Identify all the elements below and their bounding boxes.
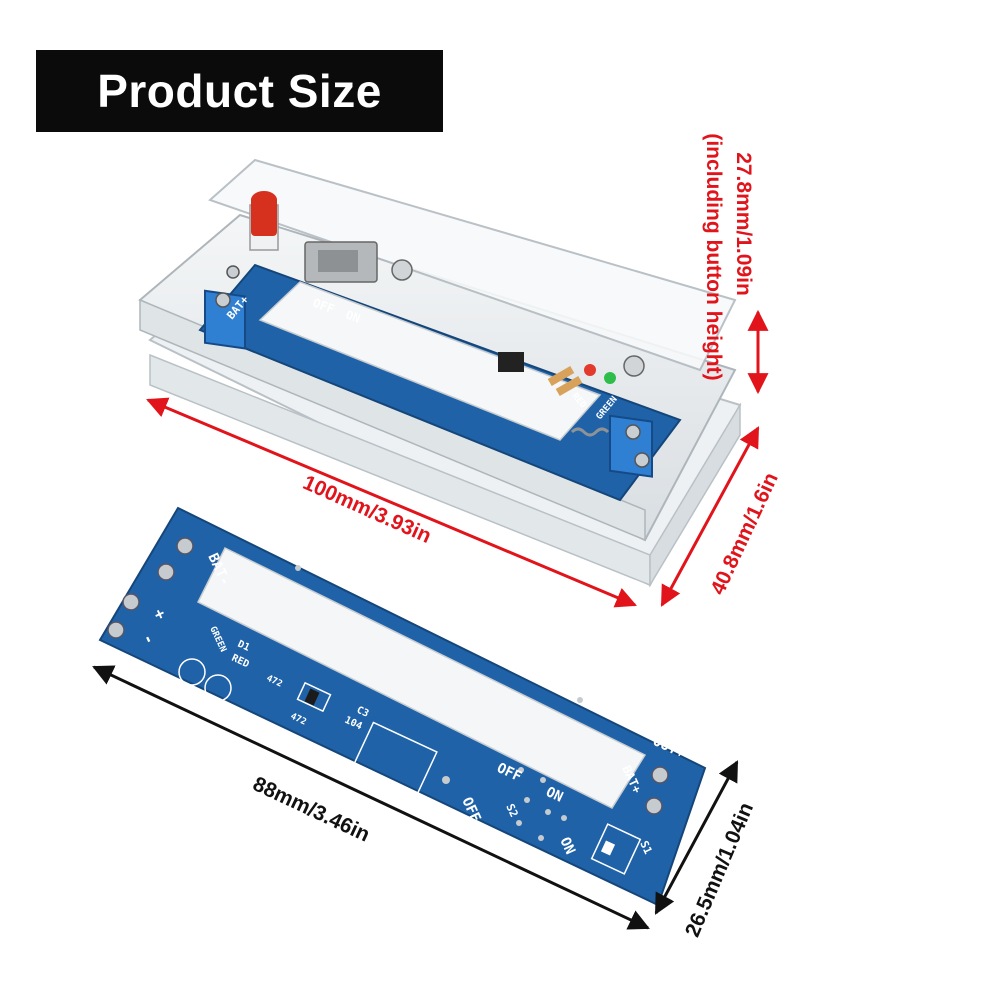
case-length-arrow [146, 397, 637, 608]
case-width-arrow [660, 426, 760, 607]
page-title: Product Size [97, 65, 382, 117]
case-height-note: (including button height) [702, 133, 725, 381]
board-length-arrow [92, 665, 650, 930]
case-height-label: 27.8mm/1.09in [732, 152, 755, 296]
case-pcb-off-on-label: OFF ON [311, 296, 362, 326]
board-width-arrow [654, 760, 739, 915]
title-banner: Product Size [36, 50, 443, 132]
pcb-d1-label: D1 [236, 639, 252, 654]
